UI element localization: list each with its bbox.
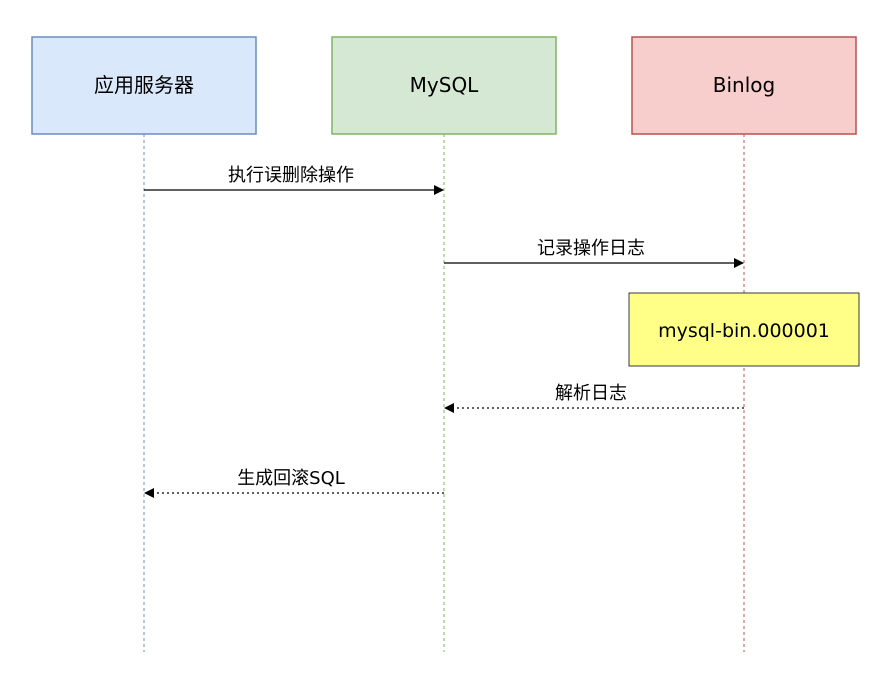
- message-label: 执行误删除操作: [228, 165, 354, 186]
- message-label: 解析日志: [555, 383, 627, 404]
- message-generate-rollback: 生成回滚SQL: [144, 468, 444, 498]
- message-record-log: 记录操作日志: [444, 238, 744, 268]
- actor-label: MySQL: [410, 73, 480, 97]
- actor-app-server: 应用服务器: [31, 36, 257, 135]
- actor-label: Binlog: [713, 73, 775, 97]
- note-box: [628, 292, 860, 367]
- message-label: 生成回滚SQL: [237, 468, 345, 489]
- actor-box: [31, 36, 257, 135]
- message-parse-log: 解析日志: [444, 383, 744, 413]
- message-delete-operation: 执行误删除操作: [144, 165, 444, 195]
- actor-box: [331, 36, 557, 135]
- actor-binlog: Binlog: [631, 36, 857, 135]
- actor-mysql: MySQL: [331, 36, 557, 135]
- note-label: mysql-bin.000001: [658, 320, 830, 342]
- actor-box: [631, 36, 857, 135]
- actor-label: 应用服务器: [94, 73, 194, 97]
- message-label: 记录操作日志: [537, 238, 645, 259]
- note-binlog-file: mysql-bin.000001: [628, 292, 860, 367]
